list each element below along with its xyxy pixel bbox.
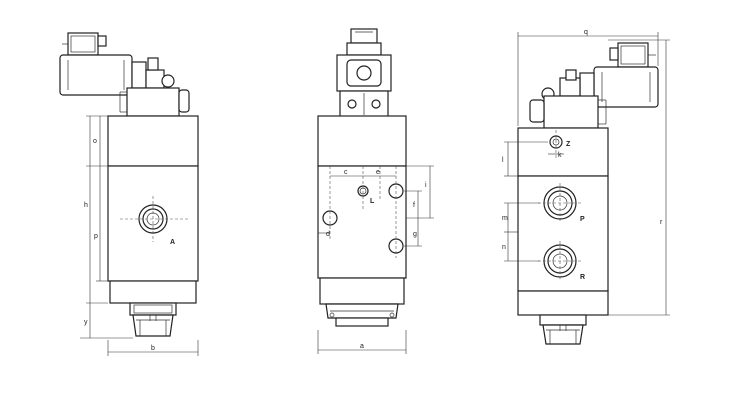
top-connector bbox=[346, 28, 382, 56]
dim-r-label: r bbox=[660, 219, 663, 226]
dimensions-right-view bbox=[504, 32, 670, 316]
port-r-label: R bbox=[580, 274, 585, 281]
port-a-label: A bbox=[170, 239, 175, 246]
port-p-symbol bbox=[538, 183, 582, 223]
dimensions-side-view bbox=[80, 115, 199, 356]
valve-body-front bbox=[317, 115, 407, 327]
dim-l-label: l bbox=[502, 157, 504, 164]
port-p-label: P bbox=[580, 216, 585, 223]
dim-h-label: h bbox=[84, 202, 88, 209]
port-z-symbol bbox=[549, 130, 563, 160]
port-l-label: L bbox=[370, 198, 375, 205]
dim-n-label: n bbox=[502, 244, 506, 251]
dim-p-label: p bbox=[94, 233, 98, 240]
front-ports bbox=[322, 166, 404, 258]
front-view: L c e i f d g a bbox=[317, 28, 434, 354]
valve-body-right bbox=[517, 127, 609, 345]
right-solenoid-coil bbox=[541, 66, 659, 108]
dimensions-front-view bbox=[317, 165, 434, 354]
dim-y-label: y bbox=[84, 319, 88, 326]
dim-e-label: e bbox=[376, 169, 380, 176]
port-z-label: Z bbox=[566, 141, 571, 148]
dim-b-label: b bbox=[151, 345, 155, 352]
dim-q-label: q bbox=[584, 29, 588, 36]
dim-o-label: o bbox=[93, 138, 97, 145]
side-view: A o h p y b bbox=[59, 32, 199, 356]
right-pilot-block bbox=[529, 95, 607, 129]
dim-a-label: a bbox=[360, 343, 364, 350]
right-connector bbox=[609, 42, 656, 68]
solenoid-connector bbox=[62, 32, 107, 56]
dim-f-label: f bbox=[413, 202, 415, 209]
dim-d-label: d bbox=[326, 231, 330, 238]
right-view: Z P R bbox=[502, 29, 670, 345]
solenoid-coil bbox=[59, 54, 175, 96]
valve-body-side bbox=[107, 115, 199, 337]
dim-k-label: k bbox=[558, 152, 562, 159]
port-a-symbol bbox=[120, 196, 190, 242]
dim-c-label: c bbox=[344, 169, 348, 176]
dim-i-label: i bbox=[425, 182, 427, 189]
dim-m-label: m bbox=[502, 215, 508, 222]
solenoid-box-front bbox=[336, 54, 392, 118]
port-r-symbol bbox=[538, 241, 582, 281]
dim-g-label: g bbox=[413, 231, 417, 238]
pilot-block bbox=[119, 87, 190, 117]
